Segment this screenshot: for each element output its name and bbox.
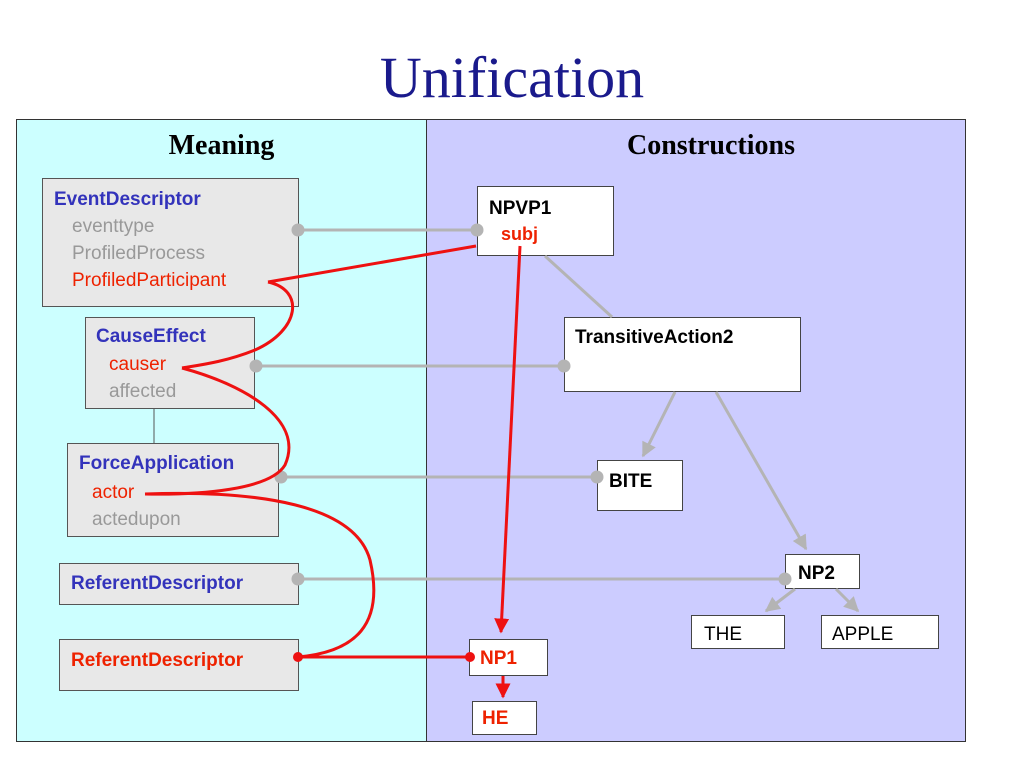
- referent-descriptor-box-1[interactable]: ReferentDescriptor: [59, 563, 299, 605]
- referent-descriptor-box-2[interactable]: ReferentDescriptor: [59, 639, 299, 691]
- transitive-action2-box[interactable]: TransitiveAction2: [564, 317, 801, 392]
- the-label: THE: [704, 624, 742, 645]
- event-descriptor-label: EventDescriptor: [54, 189, 201, 210]
- he-label: HE: [482, 708, 509, 729]
- np2-box[interactable]: NP2: [785, 554, 860, 589]
- the-box[interactable]: THE: [691, 615, 785, 649]
- npvp1-label: NPVP1: [489, 198, 552, 219]
- event-descriptor-box[interactable]: EventDescriptor eventtype ProfiledProces…: [42, 178, 299, 307]
- role-profiled-process: ProfiledProcess: [72, 243, 206, 264]
- referent-descriptor-label-1: ReferentDescriptor: [71, 573, 244, 594]
- he-box[interactable]: HE: [472, 701, 537, 735]
- cause-effect-label: CauseEffect: [96, 326, 206, 347]
- role-actedupon: actedupon: [92, 509, 181, 530]
- apple-box[interactable]: APPLE: [821, 615, 939, 649]
- role-causer: causer: [109, 354, 167, 375]
- np1-box[interactable]: NP1: [469, 639, 548, 676]
- page-title: Unification: [379, 45, 645, 110]
- role-affected: affected: [109, 381, 177, 402]
- constructions-heading: Constructions: [626, 130, 795, 161]
- bite-box[interactable]: BITE: [597, 460, 683, 511]
- np1-label: NP1: [480, 648, 517, 669]
- force-application-label: ForceApplication: [79, 453, 235, 474]
- role-subj: subj: [501, 224, 539, 244]
- force-application-box[interactable]: ForceApplication actor actedupon: [67, 443, 279, 537]
- referent-descriptor-label-2: ReferentDescriptor: [71, 650, 244, 671]
- npvp1-box[interactable]: NPVP1 subj: [477, 186, 614, 256]
- role-profiled-participant: ProfiledParticipant: [72, 270, 227, 291]
- role-actor: actor: [92, 482, 135, 503]
- cause-effect-box[interactable]: CauseEffect causer affected: [85, 317, 255, 409]
- transitive-action2-label: TransitiveAction2: [575, 327, 734, 348]
- apple-label: APPLE: [832, 624, 894, 645]
- role-eventtype: eventtype: [72, 216, 155, 237]
- meaning-heading: Meaning: [168, 130, 275, 161]
- bite-label: BITE: [609, 471, 653, 492]
- np2-label: NP2: [798, 563, 835, 584]
